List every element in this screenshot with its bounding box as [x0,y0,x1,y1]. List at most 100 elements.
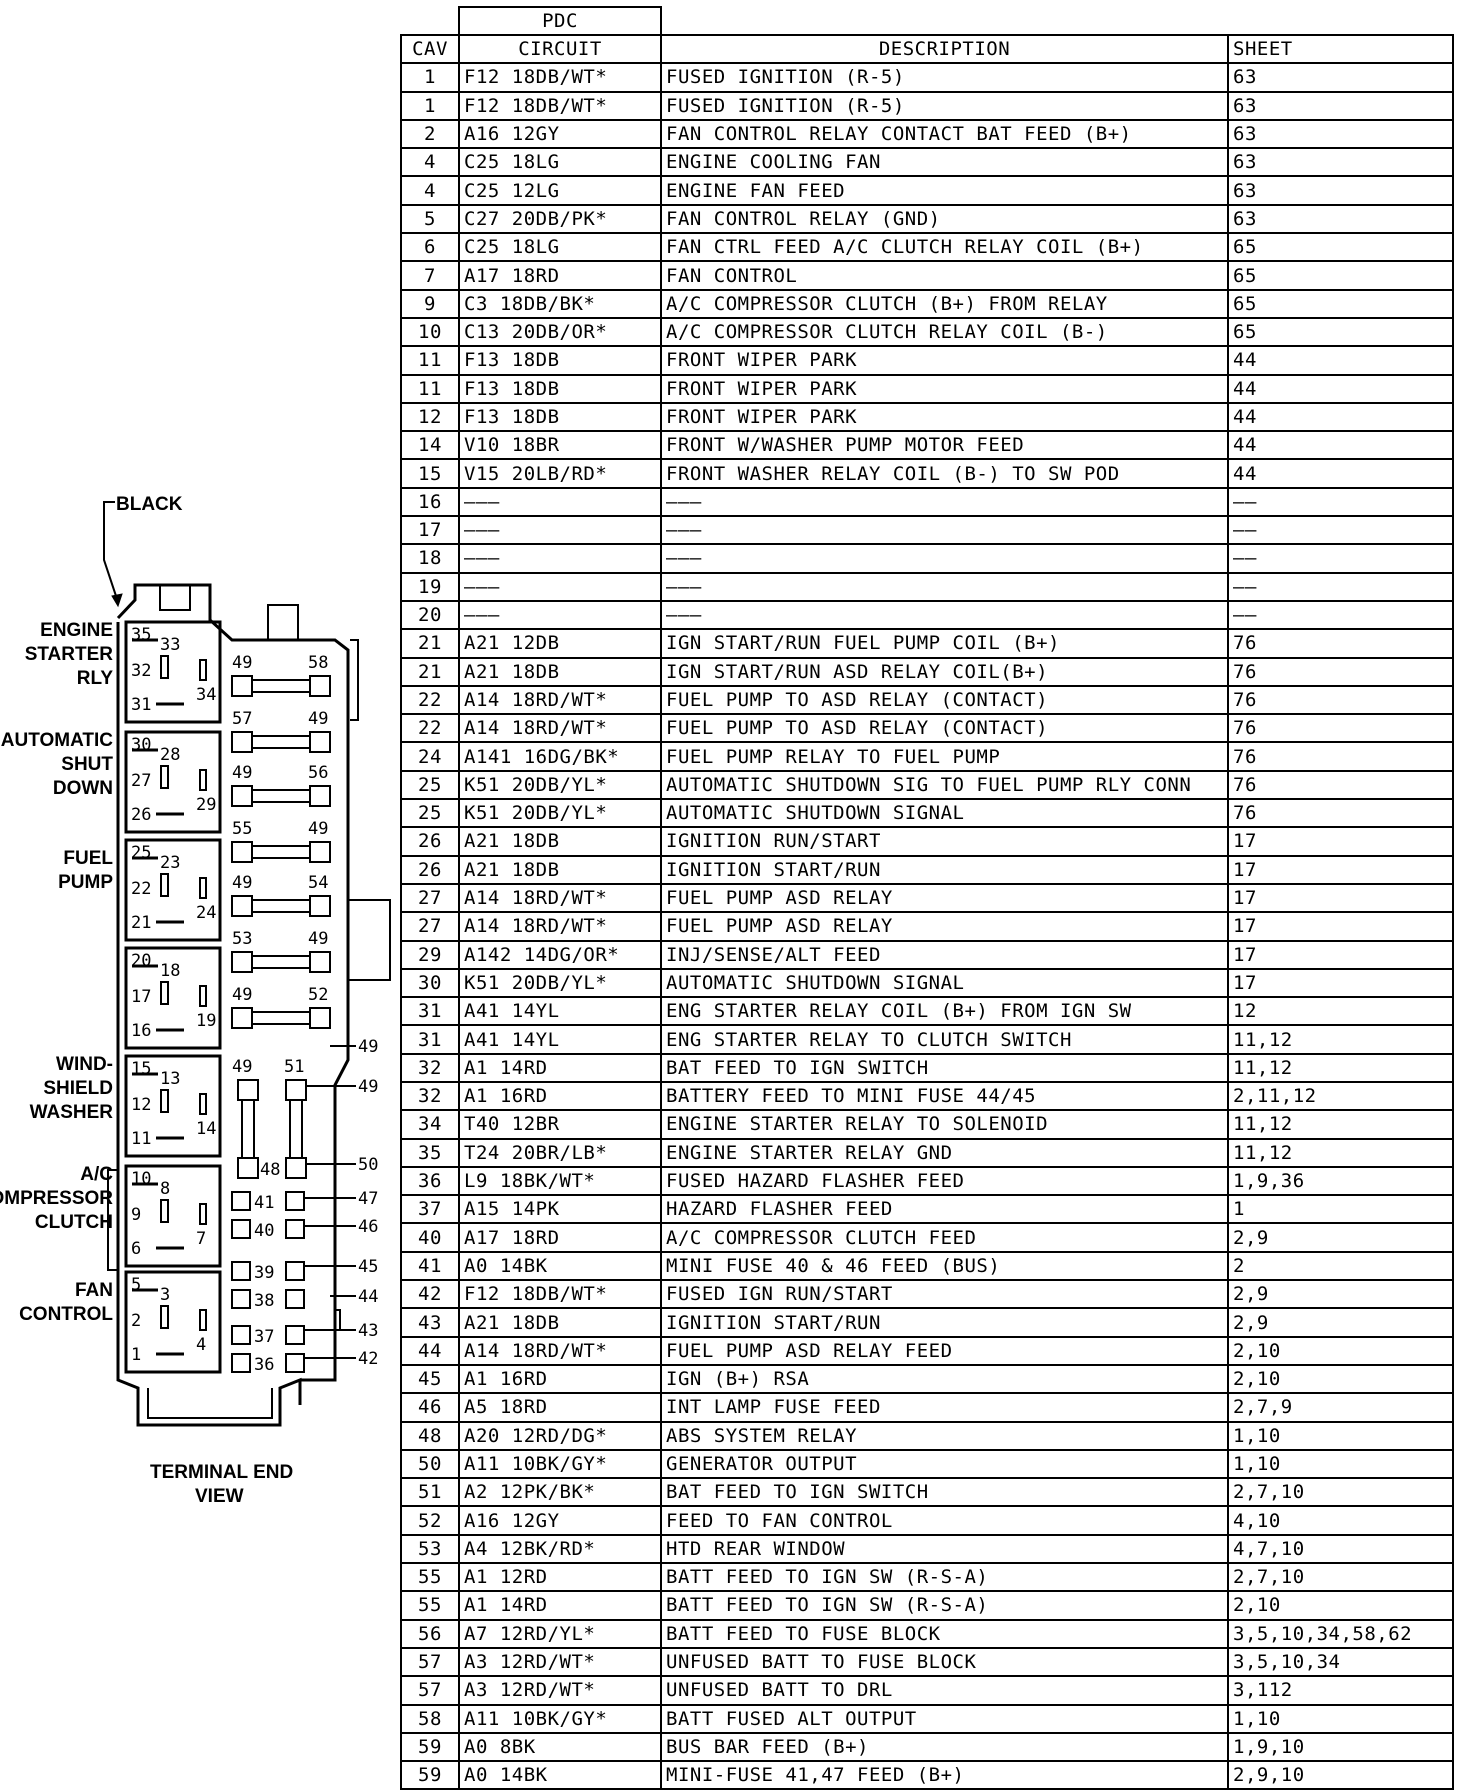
cell-cav: 6 [400,232,460,263]
cell-desc: FAN CTRL FEED A/C CLUTCH RELAY COIL (B+) [660,232,1229,263]
cell-sheet: —— [1227,486,1454,518]
cell-circuit: A7 12RD/YL* [458,1618,662,1649]
relay-pin-number: 32 [131,661,151,681]
cell-sheet: 65 [1227,288,1454,319]
cell-desc: FUSED IGN RUN/START [660,1279,1229,1310]
relay-pin-number: 21 [131,913,151,933]
cell-cav: 36 [400,1165,460,1197]
cell-circuit: A1 14RD [458,1052,662,1083]
pdc-housing-outline [116,622,302,1427]
relay-pin-number: 11 [131,1129,151,1149]
cell-desc: MINI FUSE 40 & 46 FEED (BUS) [660,1250,1229,1282]
cell-circuit: A11 10BK/GY* [458,1703,662,1734]
cell-circuit: C25 18LG [458,232,662,263]
cell-desc: ENGINE STARTER RELAY TO SOLENOID [660,1109,1229,1140]
table-row: 17———————— [400,515,1454,546]
cell-cav: 45 [400,1363,460,1395]
cell-circuit: A17 18RD [458,260,662,291]
cell-cav: 31 [400,996,460,1027]
cell-sheet: 76 [1227,713,1454,744]
cell-desc: BATT FEED TO FUSE BLOCK [660,1618,1229,1649]
cell-sheet: 44 [1227,401,1454,433]
mini-fuse-number: 37 [254,1327,274,1347]
cell-sheet: —— [1227,515,1454,546]
relay-pin-number: 33 [160,635,180,655]
fuse-terminal-number: 49 [232,653,252,673]
cell-sheet: —— [1227,599,1454,631]
fuse-terminal-number: 53 [232,929,252,949]
cell-cav: 59 [400,1731,460,1763]
cell-desc: A/C COMPRESSOR CLUTCH (B+) FROM RELAY [660,288,1229,319]
cell-cav: 4 [400,147,460,178]
relay-pin-number: 15 [131,1059,151,1079]
cell-desc: HAZARD FLASHER FEED [660,1194,1229,1225]
relay-pin-number: 34 [196,685,216,705]
table-row: 16———————— [400,486,1454,518]
cell-sheet: 12 [1227,996,1454,1027]
black-callout-label: BLACK [116,494,183,515]
cell-desc: BAT FEED TO IGN SWITCH [660,1477,1229,1508]
relay-pin-number: 12 [131,1095,151,1115]
terminal-callout-number: 49 [358,1077,378,1097]
cell-sheet: 63 [1227,147,1454,178]
cell-cav: 10 [400,316,460,348]
cell-circuit: A21 18DB [458,854,662,885]
cell-cav: 57 [400,1675,460,1706]
cell-cav: 22 [400,713,460,744]
cell-circuit: F13 18DB [458,345,662,376]
cell-circuit: F12 18DB/WT* [458,1279,662,1310]
cell-sheet: 2,10 [1227,1335,1454,1366]
cell-sheet: 76 [1227,769,1454,801]
header-sheet: SHEET [1227,33,1454,65]
cell-desc: FUEL PUMP ASD RELAY [660,911,1229,942]
view-label: VIEW [195,1486,244,1507]
relay-name-label: DOWN [53,778,113,799]
cell-desc: AUTOMATIC SHUTDOWN SIGNAL [660,967,1229,999]
cell-sheet: 4,7,10 [1227,1533,1454,1565]
relay-name-label: CLUTCH [35,1212,113,1233]
cell-sheet: 65 [1227,232,1454,263]
cell-circuit: A14 18RD/WT* [458,882,662,914]
relay-name-label: WASHER [30,1102,114,1123]
cell-sheet: 63 [1227,203,1454,235]
cell-cav: 34 [400,1109,460,1140]
cell-sheet: 44 [1227,458,1454,489]
cell-sheet: 11,12 [1227,1109,1454,1140]
relay-pin-number: 27 [131,771,151,791]
fuse-terminal-number: 54 [308,873,328,893]
cell-circuit: ——— [458,486,662,518]
cell-desc: FUSED IGNITION (R-5) [660,90,1229,121]
relay-name-label: PUMP [58,872,113,893]
cell-cav: 50 [400,1448,460,1480]
relay-pin-number: 30 [131,735,151,755]
relay-pin-number: 10 [131,1169,151,1189]
relay-name-label: FUEL [63,848,113,869]
fuse-terminal-number: 49 [232,985,252,1005]
cell-sheet: 17 [1227,826,1454,857]
maxi-fuse-number: 49 [232,1057,252,1077]
cell-circuit: A16 12GY [458,1505,662,1536]
cell-circuit: A0 14BK [458,1250,662,1282]
cell-sheet: 76 [1227,628,1454,659]
